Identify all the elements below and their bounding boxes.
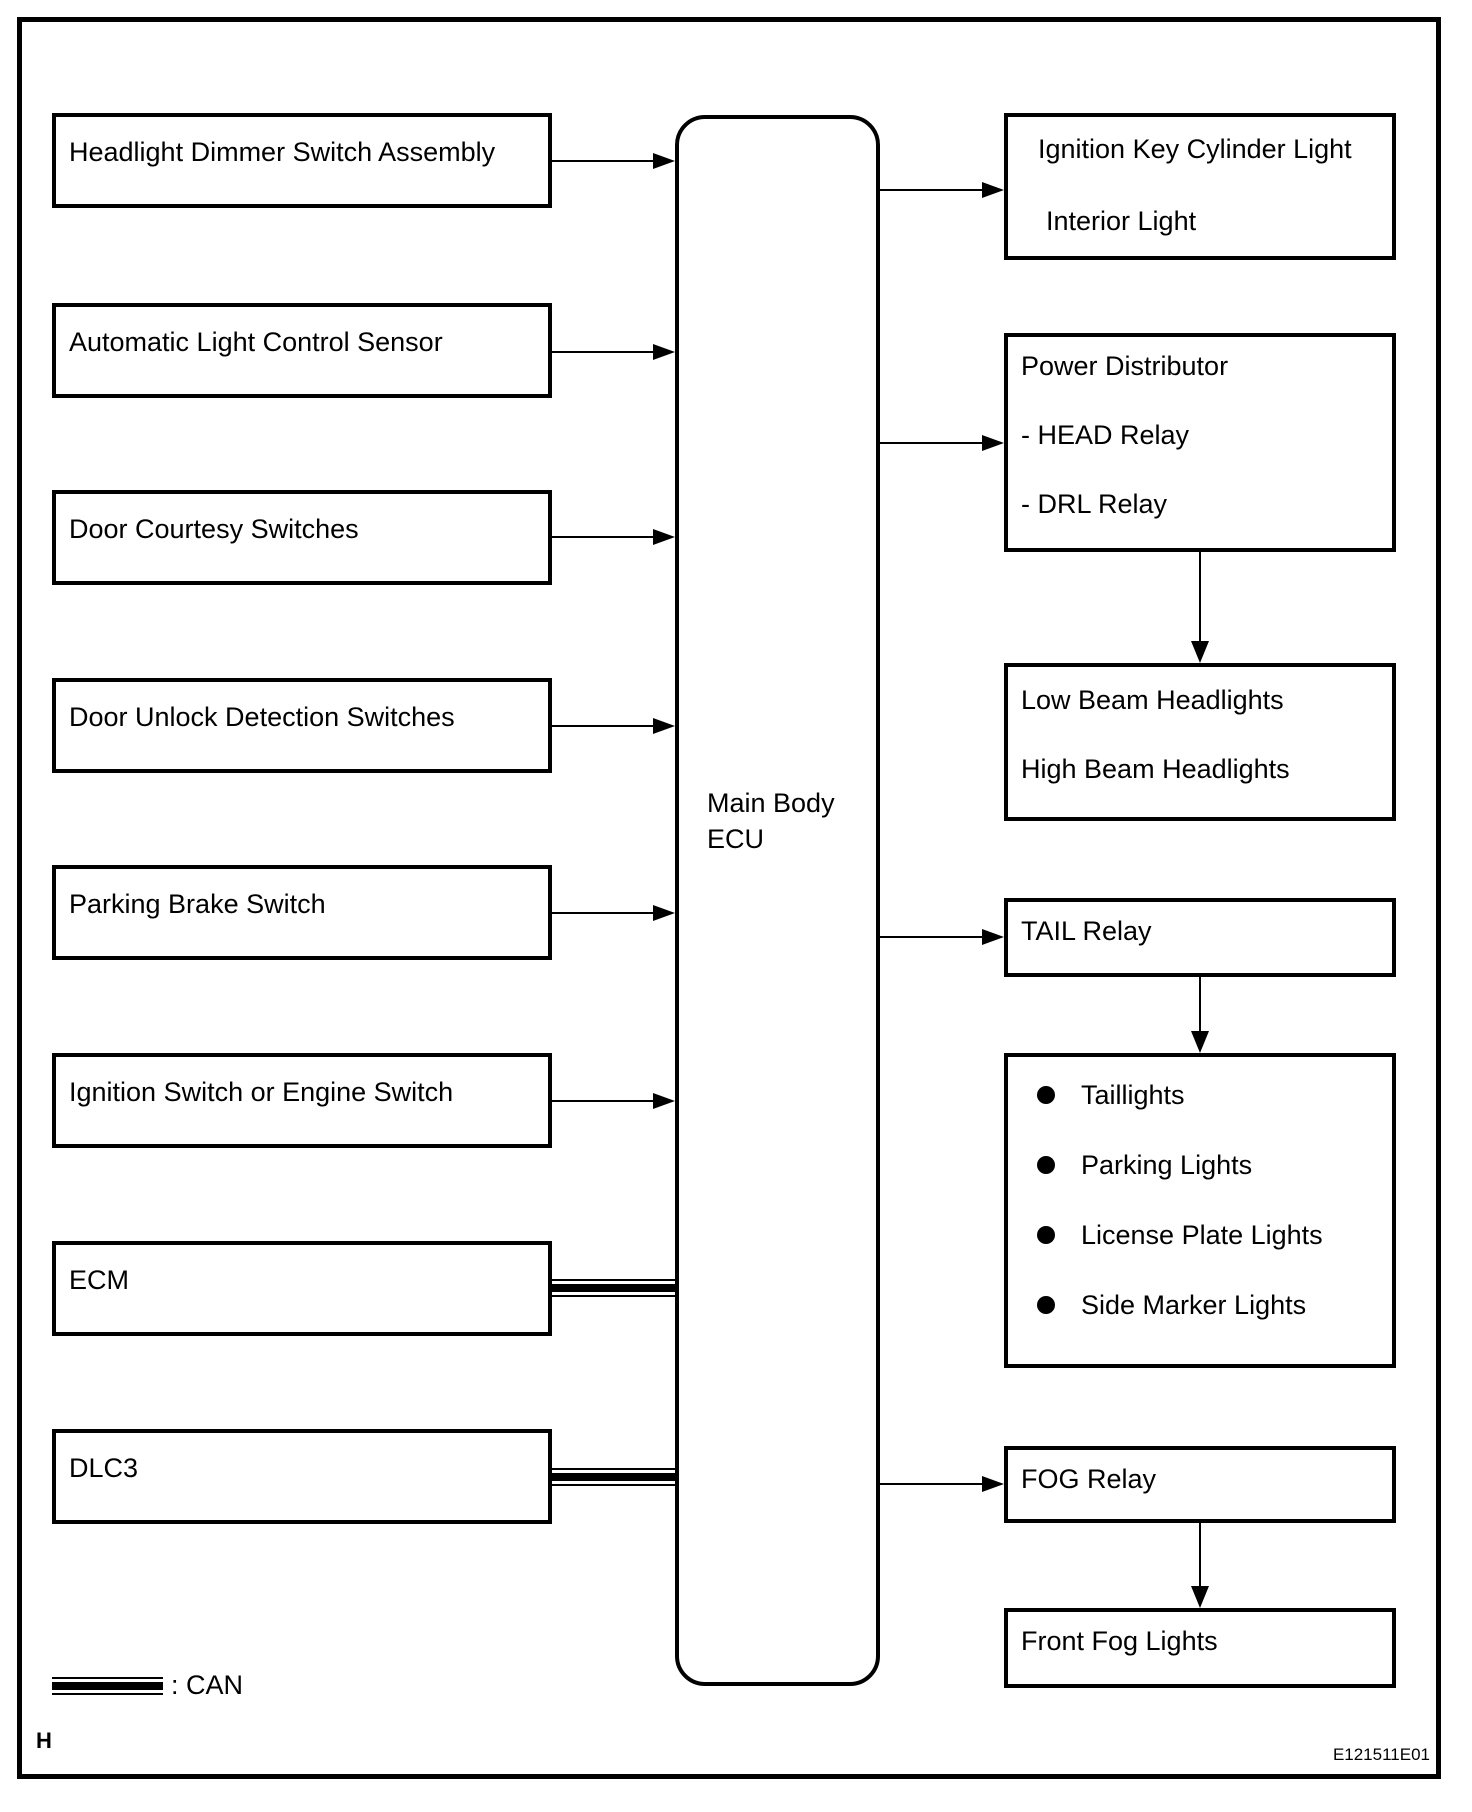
box-label: Front Fog Lights — [1021, 1626, 1218, 1656]
box-label: Headlight Dimmer Switch Assembly — [69, 137, 496, 167]
box-ignition-switch-or-engine-switch: Ignition Switch or Engine Switch — [52, 1053, 552, 1148]
bullet-label: Parking Lights — [1081, 1149, 1253, 1180]
box-label: Automatic Light Control Sensor — [69, 327, 443, 357]
bullet-label: Taillights — [1081, 1079, 1185, 1110]
arrowhead-icon — [653, 153, 675, 169]
bullet-label: Side Marker Lights — [1081, 1289, 1307, 1320]
bullet-item: Taillights — [1021, 1079, 1382, 1110]
box-door-unlock-detection-switches: Door Unlock Detection Switches — [52, 678, 552, 773]
box-label: ECM — [69, 1265, 129, 1295]
arrowhead-icon — [653, 1093, 675, 1109]
connector-line — [552, 536, 655, 538]
box-dlc3: DLC3 — [52, 1429, 552, 1524]
can-bus-line-dlc3 — [552, 1468, 676, 1486]
connector-line — [1199, 1523, 1201, 1588]
box-label: Parking Brake Switch — [69, 889, 326, 919]
box-label: Power Distributor — [1021, 351, 1229, 381]
main-body-ecu-label: Main Body ECU — [707, 788, 835, 854]
arrowhead-icon — [982, 182, 1004, 198]
box-label: DLC3 — [69, 1453, 139, 1483]
main-body-ecu-box: Main Body ECU — [675, 115, 880, 1686]
box-label: TAIL Relay — [1021, 916, 1152, 946]
box-label: Low Beam Headlights — [1021, 685, 1284, 715]
can-legend-label: : CAN — [171, 1670, 244, 1700]
bullet-label: License Plate Lights — [1081, 1219, 1323, 1250]
box-parking-brake-switch: Parking Brake Switch — [52, 865, 552, 960]
page-marker-h: H — [36, 1728, 52, 1753]
connector-line — [1199, 552, 1201, 643]
arrowhead-icon — [982, 929, 1004, 945]
connector-line — [552, 1100, 655, 1102]
connector-line — [880, 442, 984, 444]
box-label: - DRL Relay — [1021, 489, 1168, 519]
box-low-high-beam-headlights: Low Beam Headlights High Beam Headlights — [1004, 663, 1396, 821]
box-label: Door Unlock Detection Switches — [69, 702, 455, 732]
arrowhead-icon — [653, 344, 675, 360]
connector-line — [880, 936, 984, 938]
connector-line — [880, 189, 984, 191]
box-label: Ignition Key Cylinder Light — [1038, 134, 1352, 164]
can-legend: : CAN — [52, 1670, 243, 1701]
arrowhead-icon — [982, 1476, 1004, 1492]
bullet-item: Side Marker Lights — [1021, 1289, 1382, 1320]
box-power-distributor: Power Distributor - HEAD Relay - DRL Rel… — [1004, 333, 1396, 552]
arrowhead-icon — [1191, 641, 1209, 663]
box-ecm: ECM — [52, 1241, 552, 1336]
box-front-fog-lights: Front Fog Lights — [1004, 1608, 1396, 1688]
bullet-item: License Plate Lights — [1021, 1219, 1382, 1250]
arrowhead-icon — [653, 718, 675, 734]
connector-line — [552, 160, 655, 162]
box-ignition-key-cylinder-interior-light: Ignition Key Cylinder Light Interior Lig… — [1004, 113, 1396, 260]
bullet-icon — [1037, 1156, 1055, 1174]
box-label: Ignition Switch or Engine Switch — [69, 1077, 454, 1107]
box-tail-lamps-group: Taillights Parking Lights License Plate … — [1004, 1053, 1396, 1368]
arrowhead-icon — [982, 435, 1004, 451]
connector-line — [552, 912, 655, 914]
box-label: FOG Relay — [1021, 1464, 1157, 1494]
can-bus-symbol-icon — [52, 1676, 163, 1695]
box-tail-relay: TAIL Relay — [1004, 898, 1396, 977]
bullet-icon — [1037, 1086, 1055, 1104]
arrowhead-icon — [653, 905, 675, 921]
connector-line — [552, 725, 655, 727]
bullet-icon — [1037, 1296, 1055, 1314]
box-automatic-light-control-sensor: Automatic Light Control Sensor — [52, 303, 552, 398]
bullet-icon — [1037, 1226, 1055, 1244]
box-door-courtesy-switches: Door Courtesy Switches — [52, 490, 552, 585]
arrowhead-icon — [1191, 1031, 1209, 1053]
connector-line — [552, 351, 655, 353]
box-label: Interior Light — [1046, 206, 1197, 236]
arrowhead-icon — [1191, 1586, 1209, 1608]
box-headlight-dimmer-switch-assembly: Headlight Dimmer Switch Assembly — [52, 113, 552, 208]
arrowhead-icon — [653, 529, 675, 545]
can-bus-line-ecm — [552, 1279, 676, 1297]
box-label: - HEAD Relay — [1021, 420, 1190, 450]
connector-line — [880, 1483, 984, 1485]
bullet-item: Parking Lights — [1021, 1149, 1382, 1180]
connector-line — [1199, 977, 1201, 1033]
box-label: Door Courtesy Switches — [69, 514, 359, 544]
figure-code: E121511E01 — [1332, 1745, 1430, 1764]
box-label: High Beam Headlights — [1021, 754, 1290, 784]
box-fog-relay: FOG Relay — [1004, 1446, 1396, 1523]
